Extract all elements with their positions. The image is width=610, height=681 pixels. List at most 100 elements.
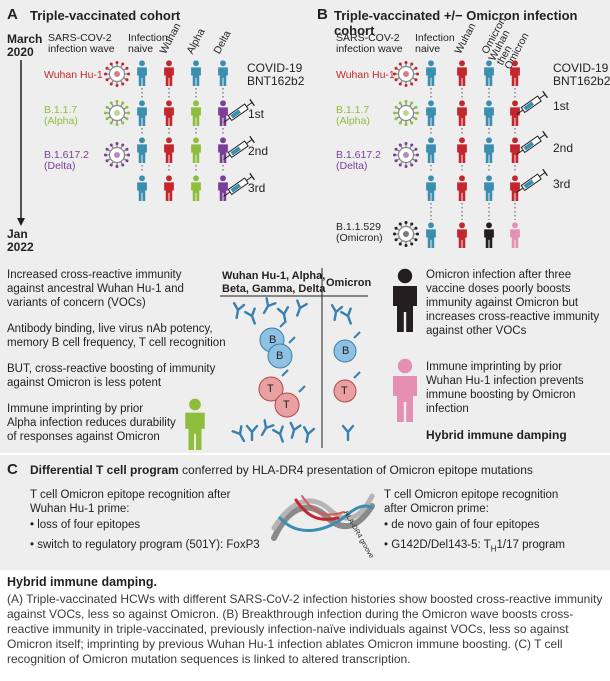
panel-b-person-r4-c2 <box>484 222 494 248</box>
finding-omicron-infection: Omicron infection after three vaccine do… <box>426 269 600 337</box>
omicron-infected-person-icon <box>393 268 417 332</box>
panel-b-person-r1-c2 <box>484 100 494 126</box>
cell-receptor-icon-4 <box>298 385 306 393</box>
panel-a-dose-3rd: 3rd <box>248 181 266 195</box>
panel-c-title: Differential T cell program conferred by… <box>30 463 533 477</box>
cell-receptor-icon-2 <box>353 331 361 339</box>
panel-b-person-r2-c1 <box>457 137 467 163</box>
panel-b-person-r1-c0 <box>426 100 436 126</box>
panel-a-dose-2nd: 2nd <box>248 144 269 158</box>
finding-wuhan-imprinting: Immune imprinting by prior Wuhan Hu-1 in… <box>426 361 584 415</box>
panel-b-title: Triple-vaccinated +/− Omicron infection … <box>334 8 578 38</box>
panel-a-title: Triple-vaccinated cohort <box>30 8 181 23</box>
timeline-end-date: Jan 2022 <box>7 227 34 254</box>
panel-b-variant-delta: B.1.617.2 (Delta) <box>336 149 381 172</box>
panel-a-person-r3-c2 <box>191 175 201 201</box>
panel-c-right-bullet-2: • G142D/Del143-5: TH1/17 program <box>384 538 565 556</box>
panel-b-person-r0-c0 <box>426 60 436 86</box>
vocs-antibody-icon-10 <box>302 426 316 444</box>
panel-b-variant-wuhan: Wuhan Hu-1 <box>336 69 395 81</box>
hla-dr4-groove-icon <box>271 493 375 541</box>
finding-cross-reactive: Increased cross-reactive immunity agains… <box>7 269 184 309</box>
vocs-antibody-icon-7 <box>272 425 284 443</box>
panel-b-person-r0-c2 <box>484 60 494 86</box>
t-cell-label-1: T <box>267 383 274 395</box>
panel-c-letter: C <box>7 461 18 478</box>
panel-b-person-r3-c3 <box>510 175 520 201</box>
alpha-imprinted-person-icon <box>185 398 205 450</box>
panel-b-virus-omicron-icon <box>393 221 419 247</box>
panel-b-virus-wuhan-icon <box>393 61 419 87</box>
panel-b-virus-delta-icon <box>393 142 419 168</box>
caption-text: (A) Triple-vaccinated HCWs with differen… <box>7 592 603 666</box>
panel-c-right-bullet-2-tail: 1/17 program <box>496 539 565 551</box>
panel-c-left-heading: T cell Omicron epitope recognition after… <box>30 489 231 515</box>
panel-b-person-r4-c0 <box>426 222 436 248</box>
cell-receptor-icon-3 <box>281 369 289 377</box>
omicron-antibody-icon-2 <box>341 424 355 442</box>
panel-b-syringe-2nd-icon <box>516 130 548 155</box>
panel-a-person-r0-c3 <box>218 60 228 86</box>
panel-a-person-r2-c0 <box>137 137 147 163</box>
panel-a-person-r0-c0 <box>137 60 147 86</box>
vocs-antibody-icon-3 <box>276 306 290 324</box>
panel-a-letter: A <box>7 6 18 23</box>
b-cell-label-2: B <box>276 350 284 362</box>
panel-b-person-r2-c3 <box>510 137 520 163</box>
omicron-antibody-icon-1 <box>340 307 352 325</box>
panel-b-syringe-3rd-icon <box>516 168 548 193</box>
panel-c-title-rest: conferred by HLA-DR4 presentation of Omi… <box>178 463 533 477</box>
panel-a-person-r2-c2 <box>191 137 201 163</box>
panel-b-person-r2-c2 <box>484 137 494 163</box>
panel-b-person-r4-c3 <box>510 222 520 248</box>
panel-c-right-bullet-2-sub: H <box>490 544 497 554</box>
tcell-icon-2 <box>274 392 300 418</box>
omicron-antibody-icon-0 <box>330 304 344 322</box>
panel-b-person-r1-c3 <box>510 100 520 126</box>
panel-a-person-r1-c1 <box>164 100 174 126</box>
cell-receptor-icon-1 <box>288 336 296 344</box>
panel-b-dose-1st: 1st <box>553 99 570 113</box>
panel-a-wave-label: SARS-COV-2 infection wave <box>48 32 115 55</box>
panel-c-right-bullet-2-main: • G142D/Del143-5: T <box>384 539 491 551</box>
figure-background <box>0 0 610 570</box>
timeline-start-date: March 2020 <box>7 32 43 59</box>
b-cell-label-1: B <box>269 334 277 346</box>
b-cell-label-3: B <box>342 345 350 357</box>
panel-a-syringe-1st-icon <box>223 98 255 123</box>
panel-b-variant-omicron: B.1.1.529 (Omicron) <box>336 221 383 244</box>
vocs-antibody-icon-2 <box>262 297 277 315</box>
cell-receptor-icon-0 <box>279 320 287 328</box>
t-cell-label-2: T <box>283 399 290 411</box>
panel-b-person-r3-c0 <box>426 175 436 201</box>
panel-b-dose-3rd: 3rd <box>553 177 571 191</box>
tcell-icon-1 <box>258 376 284 402</box>
panel-a-person-r0-c2 <box>191 60 201 86</box>
panel-b-dose-2nd: 2nd <box>553 141 574 155</box>
finding-antibody-binding: Antibody binding, live virus nAb potency… <box>7 323 226 349</box>
panel-b-virus-alpha-icon <box>393 100 419 126</box>
panel-b-letter: B <box>317 6 328 23</box>
panel-a-variant-wuhan: Wuhan Hu-1 <box>44 69 103 81</box>
panel-a-person-r3-c0 <box>137 175 147 201</box>
panel-b-vaccine-label: COVID-19 BNT162b2 <box>553 61 610 88</box>
panel-b-variant-alpha: B.1.1.7 (Alpha) <box>336 104 370 127</box>
panel-a-syringe-3rd-icon <box>223 172 255 197</box>
panel-a-person-r3-c1 <box>164 175 174 201</box>
table-col-omicron: Omicron <box>326 277 372 289</box>
panel-a-dose-1st: 1st <box>248 107 265 121</box>
panel-a-virus-alpha-icon <box>104 100 130 126</box>
panel-b-person-r1-c1 <box>457 100 467 126</box>
panel-b-person-r3-c1 <box>457 175 467 201</box>
panel-a-virus-wuhan-icon <box>104 61 130 87</box>
caption-title: Hybrid immune damping. <box>7 575 158 589</box>
panel-c-left-bullet-2: • switch to regulatory program (501Y): F… <box>30 539 260 551</box>
panel-a-variant-delta: B.1.617.2 (Delta) <box>44 149 89 172</box>
panel-b-person-r0-c1 <box>457 60 467 86</box>
panel-b-person-r2-c0 <box>426 137 436 163</box>
hybrid-damping-label: Hybrid immune damping <box>426 428 567 442</box>
b-cell-icon-3 <box>333 339 357 363</box>
